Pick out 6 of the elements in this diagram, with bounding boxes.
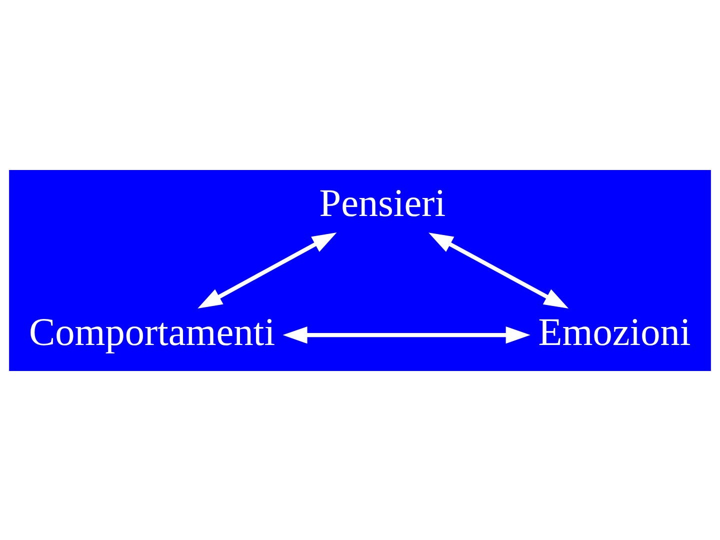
arrow: [428, 232, 569, 308]
arrow: [198, 232, 337, 308]
node-text: Emozioni: [538, 310, 691, 354]
node-text: Comportamenti: [29, 310, 276, 354]
node-text: Pensieri: [319, 182, 446, 225]
arrow: [282, 326, 530, 344]
